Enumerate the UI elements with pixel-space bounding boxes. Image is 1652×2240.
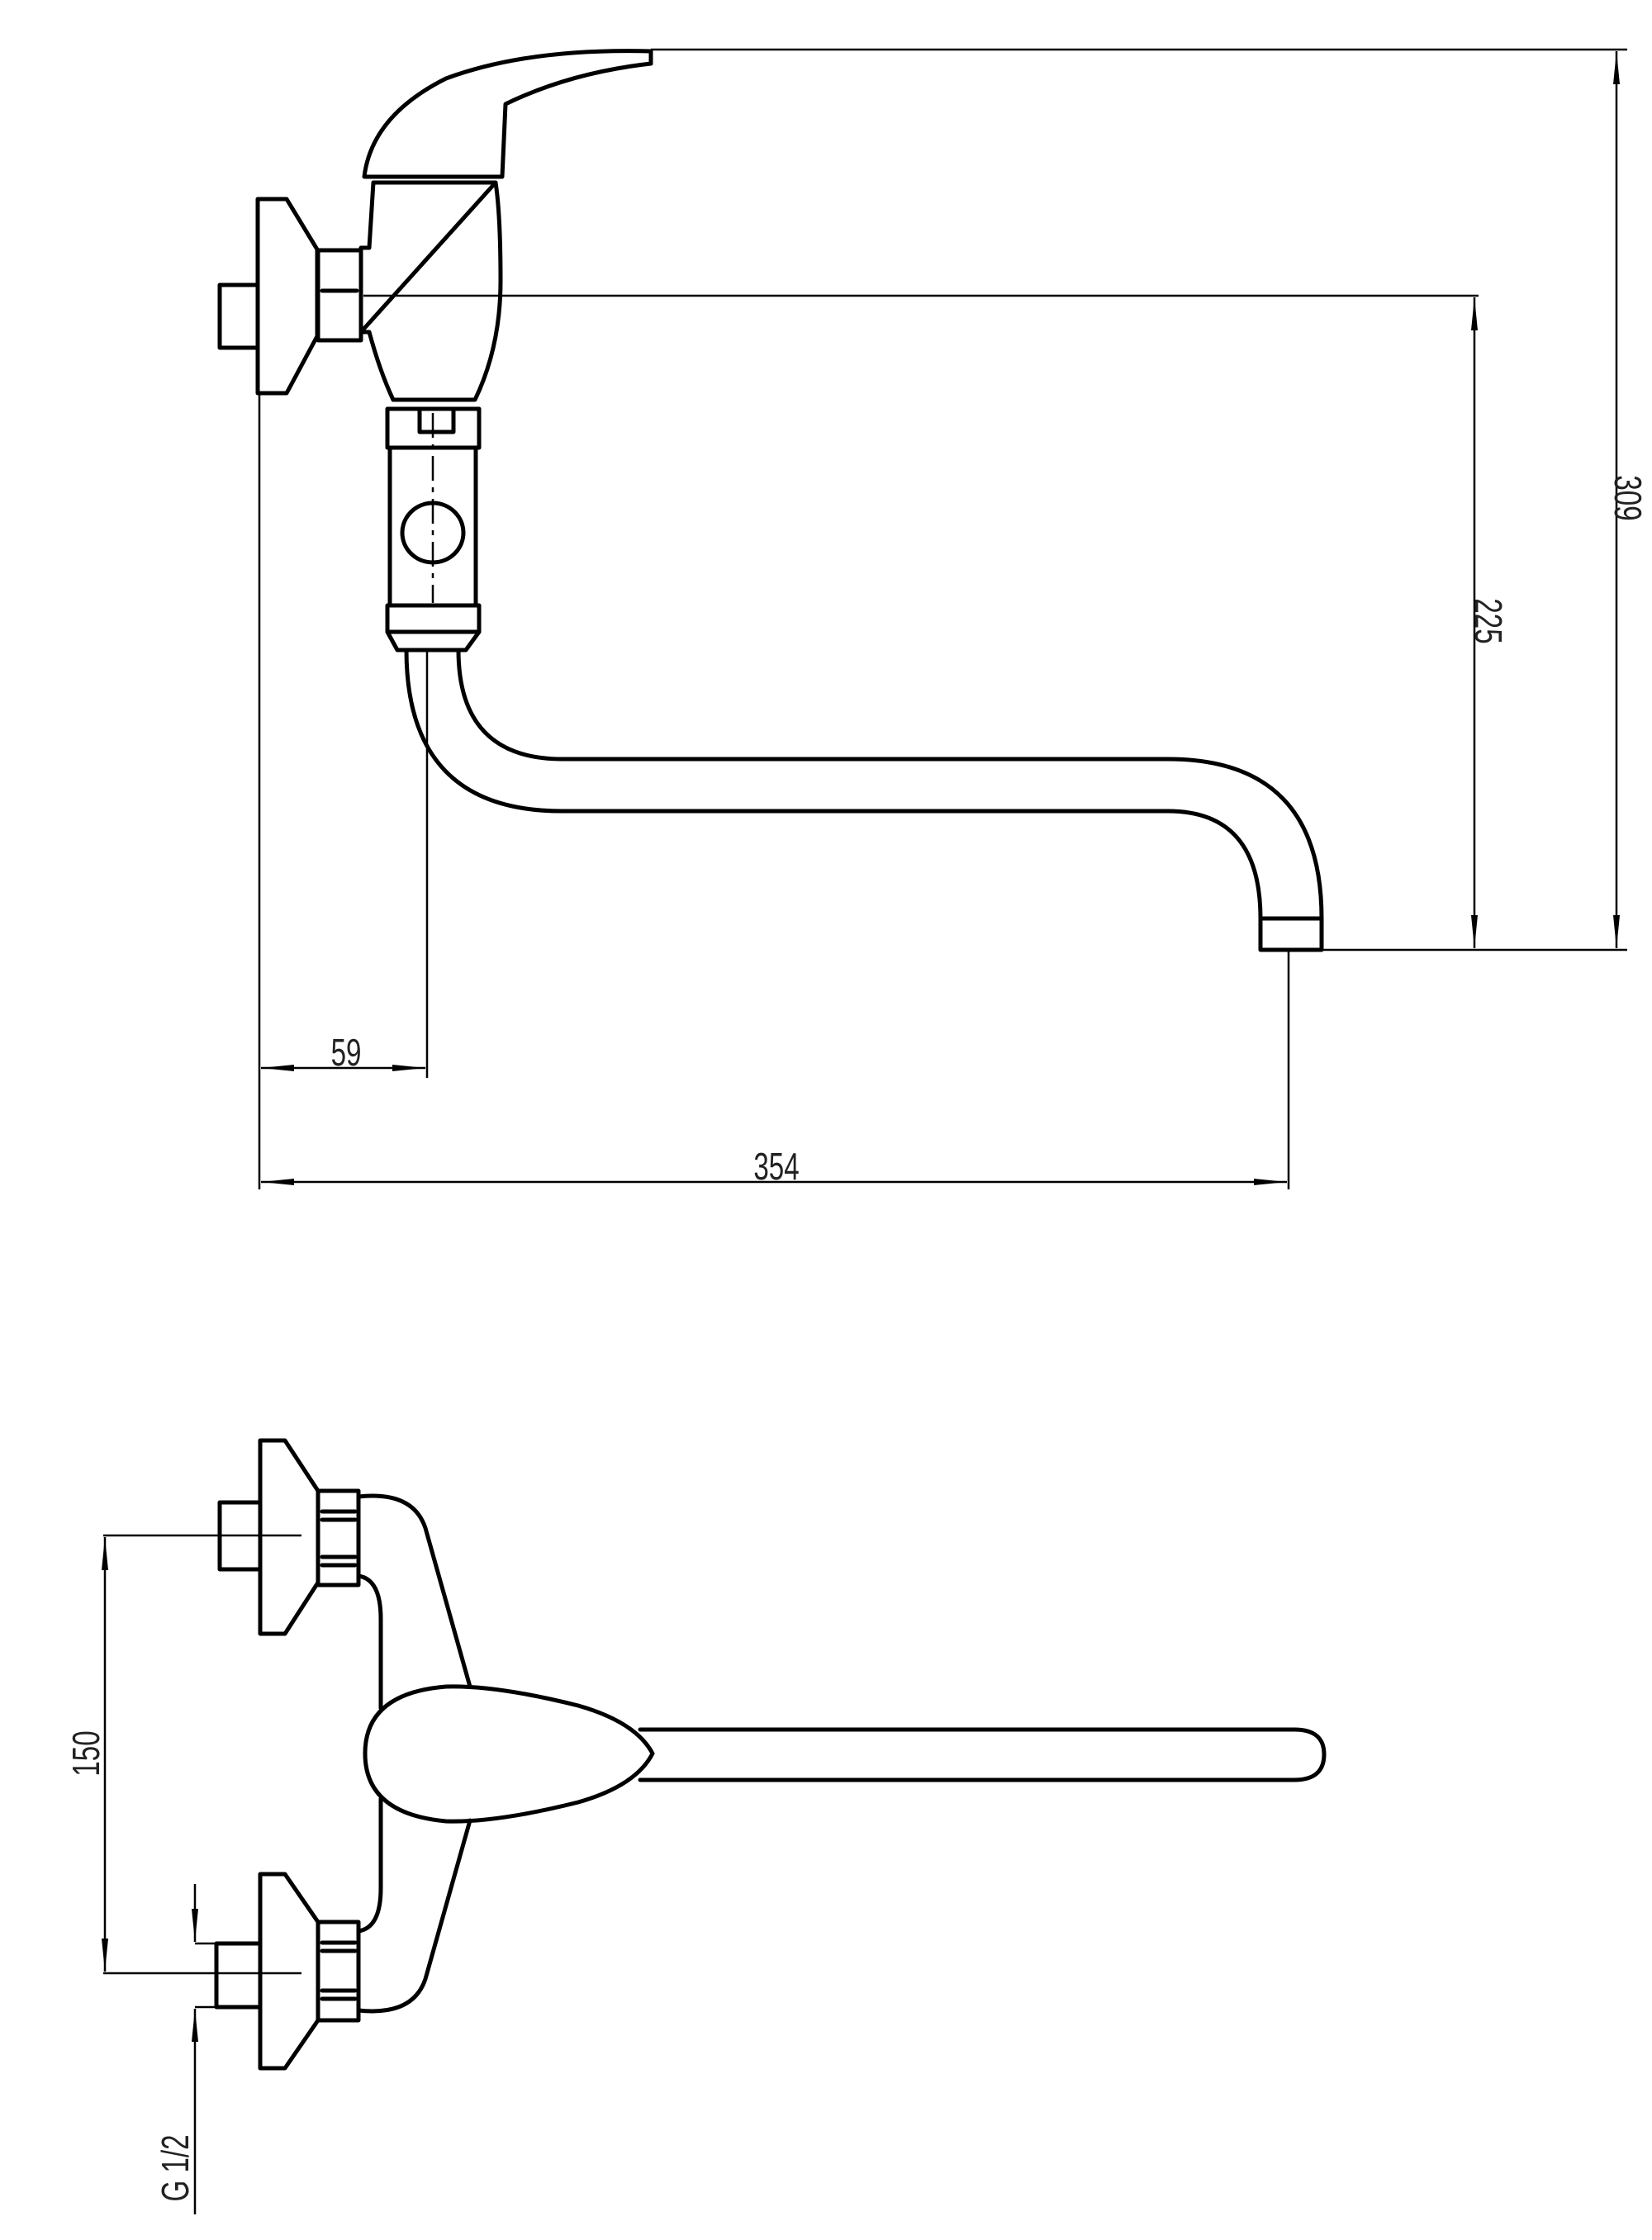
side-view: 309 225 59 354 [217,48,1648,1189]
lower-nut [316,1920,361,2023]
upper-nut [316,1488,361,1587]
top-view: 150 G 1/2 [66,1438,1327,2214]
dim-59: 59 [331,1032,362,1074]
spout-pipe-top [638,1727,1327,1782]
aerator [1258,916,1324,952]
connector-nut [316,248,363,343]
lower-flange [258,1872,320,2071]
dim-309: 309 [1607,475,1648,520]
lever-handle-top [363,1684,655,1824]
lower-inlet-nub [214,1941,263,2010]
lever-handle [362,49,653,179]
dim-g-half: G 1/2 [155,2134,197,2201]
mixer-body [358,180,503,402]
upper-flange [258,1438,320,1636]
inlet-nub [217,282,260,350]
dim-150: 150 [66,1730,107,1776]
wall-flange [255,197,320,396]
dim-225: 225 [1467,598,1508,643]
spout-pipe [404,648,1263,921]
dim-354: 354 [753,1146,799,1188]
body-outline [356,1493,472,1689]
